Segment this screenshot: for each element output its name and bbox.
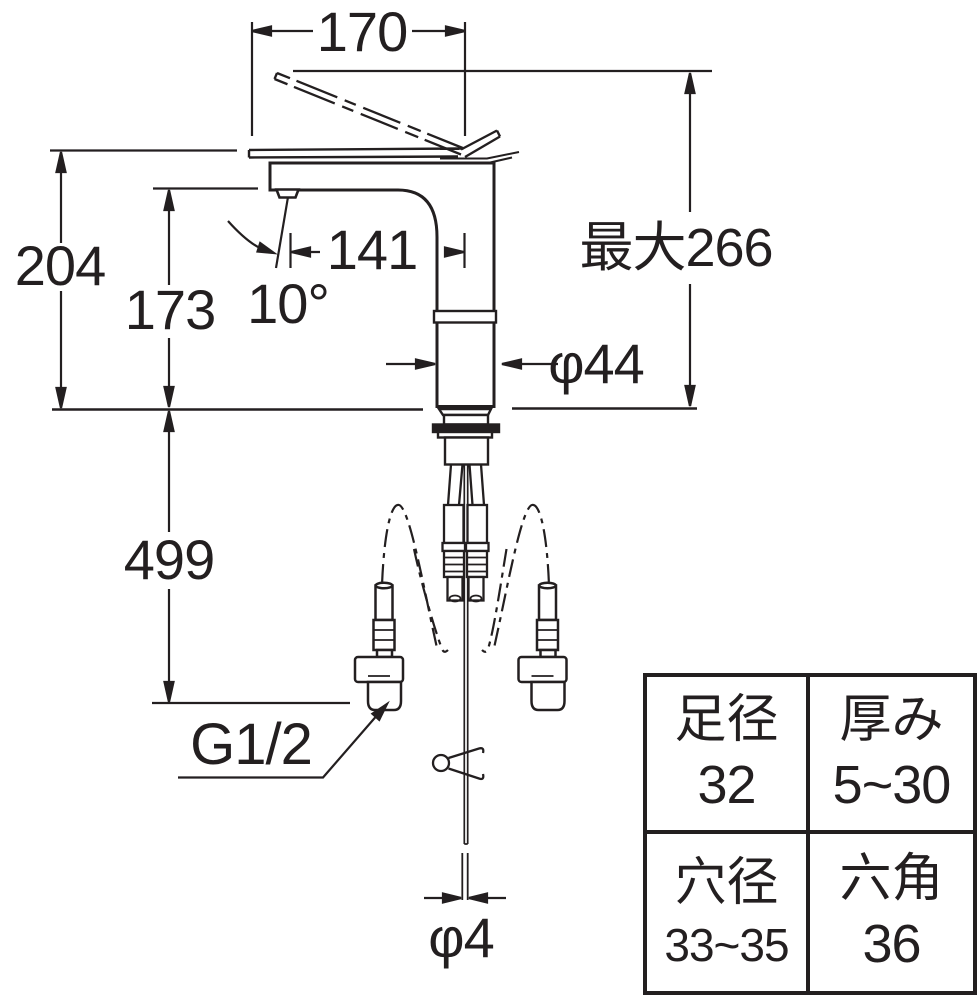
spec-cell-hex: 六角 36 (810, 834, 973, 991)
dim-rod-diameter: φ4 (428, 906, 494, 969)
dim-handle-width: 170 (316, 0, 408, 63)
rod-clip (431, 747, 485, 781)
spec-label: 足径 (674, 690, 779, 749)
hose-phantom-loops (380, 503, 551, 653)
dim-body-diameter: φ44 (548, 332, 645, 395)
spec-cell-thickness: 厚み 5~30 (810, 677, 973, 834)
spec-label: 穴径 (674, 854, 779, 913)
spec-table: 足径 32 厚み 5~30 穴径 33~35 六角 36 (643, 673, 977, 995)
counter-lines (52, 407, 697, 411)
threaded-shank (443, 436, 490, 466)
dim-spout-outlet-height: 173 (124, 278, 216, 341)
hose-connector-right (517, 581, 568, 712)
lever-handle (247, 129, 520, 164)
spec-value: 32 (697, 755, 756, 816)
supply-hoses (441, 464, 490, 603)
hose-connector-left (353, 581, 405, 712)
dim-spout-angle: 10° (247, 272, 330, 335)
dim-max-height: 最大266 (579, 218, 773, 278)
lever-raised-phantom (273, 71, 465, 156)
spec-label: 厚み (839, 690, 944, 749)
dim-spout-reach: 141 (326, 218, 418, 281)
spec-label: 六角 (839, 849, 944, 908)
dim-body-top-height: 204 (14, 234, 106, 297)
mounting-base (431, 407, 501, 466)
spec-cell-foot-diameter: 足径 32 (647, 677, 810, 834)
spec-cell-hole-diameter: 穴径 33~35 (647, 834, 810, 991)
aerator (274, 188, 301, 199)
dim-thread-size: G1/2 (190, 712, 313, 777)
dimension-lines (50, 22, 712, 904)
spec-value: 36 (862, 914, 921, 975)
lever-rear-tip (460, 129, 502, 159)
spec-value: 5~30 (832, 755, 952, 816)
spec-value: 33~35 (664, 918, 789, 971)
dim-hose-length: 499 (123, 528, 215, 591)
body-ring-band (432, 309, 498, 324)
faucet-body (268, 161, 498, 408)
